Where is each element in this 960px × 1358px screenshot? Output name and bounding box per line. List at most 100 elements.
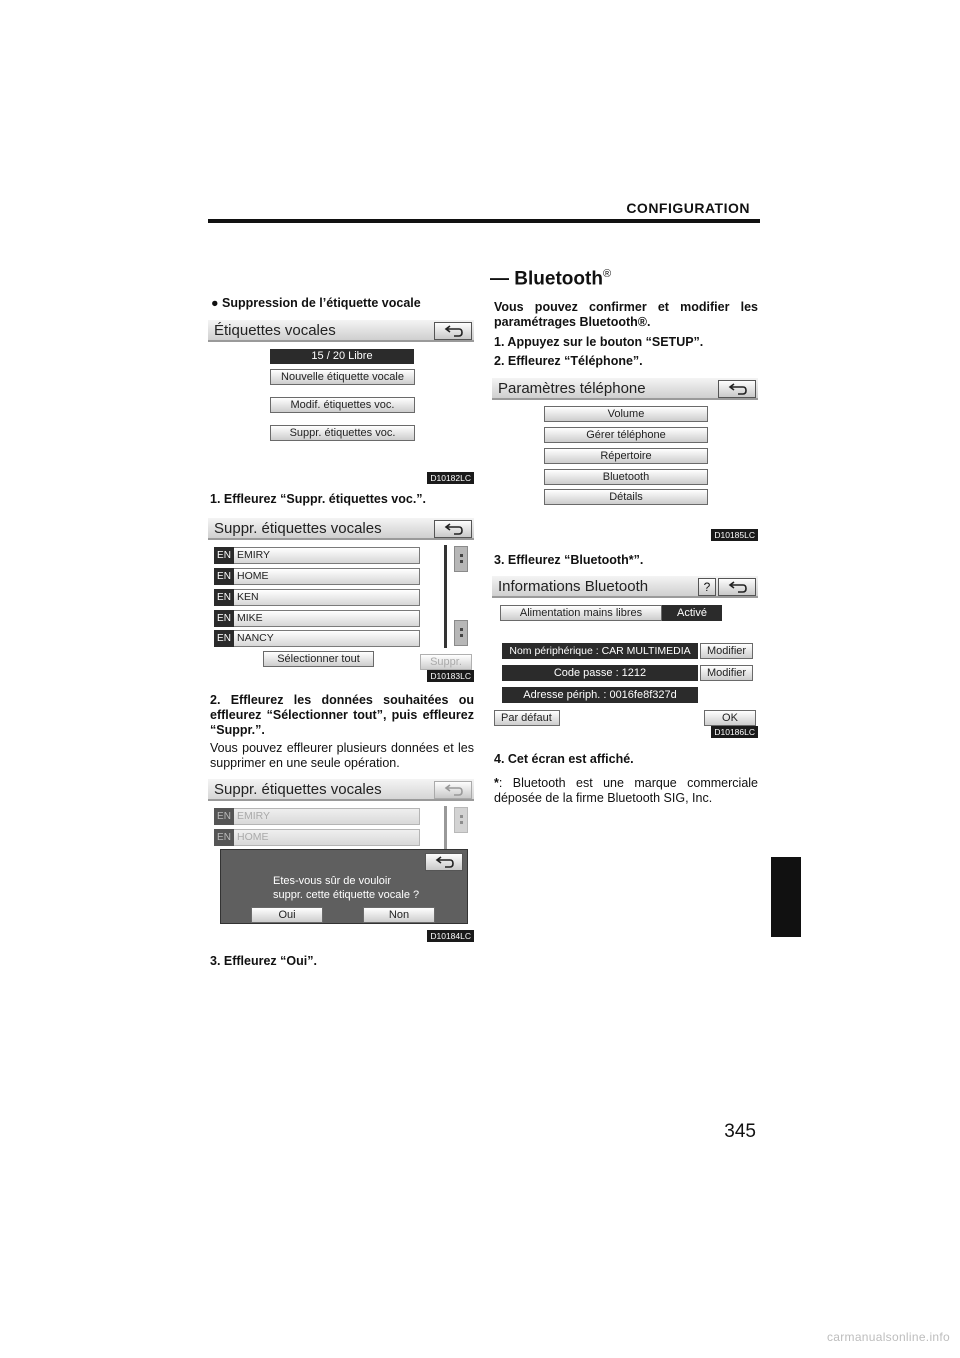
footnote: *: Bluetooth est une marque commerciale … <box>494 776 758 806</box>
scroll-down-button[interactable] <box>454 620 468 646</box>
dialog-back-button[interactable] <box>425 853 463 871</box>
language-badge: EN <box>214 610 234 627</box>
device-address-field: Adresse périph. : 0016fe8f327d <box>502 687 698 703</box>
screen-title: Informations Bluetooth <box>498 578 649 595</box>
language-badge: EN <box>214 547 234 564</box>
list-item-label: HOME <box>237 831 269 843</box>
footnote-text: : Bluetooth est une marque commerciale d… <box>494 776 758 805</box>
back-button[interactable] <box>434 520 472 538</box>
dialog-message: Etes-vous sûr de vouloir suppr. cette ét… <box>273 874 419 902</box>
list-item-label: EMIRY <box>237 810 271 822</box>
ok-button[interactable]: OK <box>704 710 756 726</box>
title-bar: Étiquettes vocales <box>208 320 474 342</box>
chapter-tab <box>771 857 801 937</box>
modify-device-name-button[interactable]: Modifier <box>700 643 753 659</box>
list-item-label: HOME <box>237 570 269 582</box>
list-item-label: KEN <box>237 591 259 603</box>
bullet-heading-text: Suppression de l’étiquette vocale <box>222 296 421 310</box>
dialog-line-1: Etes-vous sûr de vouloir <box>273 875 391 887</box>
figure-code: D10183LC <box>427 670 474 682</box>
list-item-label: MIKE <box>237 612 263 624</box>
screen-title: Paramètres téléphone <box>498 380 646 397</box>
page-number: 345 <box>724 1121 756 1142</box>
right-step-4: 4. Cet écran est affiché. <box>494 752 634 766</box>
language-badge: EN <box>214 829 234 846</box>
manage-phone-button[interactable]: Gérer téléphone <box>544 427 708 443</box>
right-step-3: 3. Effleurez “Bluetooth*”. <box>494 553 644 567</box>
modify-voice-tags-button[interactable]: Modif. étiquettes voc. <box>270 397 415 413</box>
passcode-field: Code passe : 1212 <box>502 665 698 681</box>
back-arrow-icon <box>444 784 463 796</box>
left-step-3: 3. Effleurez “Oui”. <box>210 954 317 968</box>
left-step-1: 1. Effleurez “Suppr. étiquettes voc.”. <box>210 492 427 506</box>
delete-voice-tags-button[interactable]: Suppr. étiquettes voc. <box>270 425 415 441</box>
section-title: — Bluetooth® <box>490 268 611 290</box>
handsfree-status: Activé <box>662 605 722 621</box>
header-rule <box>208 219 760 223</box>
scroll-track <box>444 806 447 851</box>
volume-button[interactable]: Volume <box>544 406 708 422</box>
screen-title: Suppr. étiquettes vocales <box>214 781 382 798</box>
confirm-dialog: Etes-vous sûr de vouloir suppr. cette ét… <box>220 849 468 924</box>
help-button[interactable]: ? <box>698 578 716 596</box>
title-bar: Suppr. étiquettes vocales <box>208 518 474 540</box>
modify-passcode-button[interactable]: Modifier <box>700 665 753 681</box>
figure-code: D10184LC <box>427 930 474 942</box>
no-button[interactable]: Non <box>363 907 435 923</box>
title-bar: Suppr. étiquettes vocales <box>208 779 474 801</box>
figure-code: D10185LC <box>711 529 758 541</box>
back-button-disabled <box>434 781 472 799</box>
language-badge: EN <box>214 808 234 825</box>
list-item-label: EMIRY <box>237 549 271 561</box>
select-all-button[interactable]: Sélectionner tout <box>263 651 374 667</box>
back-arrow-icon <box>728 383 747 395</box>
running-header: CONFIGURATION <box>626 200 750 216</box>
title-bar: Paramètres téléphone <box>492 378 758 400</box>
right-step-1: 1. Appuyez sur le bouton “SETUP”. <box>494 335 704 349</box>
delete-button[interactable]: Suppr. <box>420 654 472 670</box>
scroll-up-button[interactable] <box>454 546 468 572</box>
back-button[interactable] <box>434 322 472 340</box>
scroll-track <box>444 545 447 648</box>
screen-phone-settings: Paramètres téléphone Volume Gérer téléph… <box>492 378 758 541</box>
right-intro: Vous pouvez confirmer et modifier les pa… <box>494 300 758 329</box>
left-step-2: 2. Effleurez les données souhaitées ou e… <box>210 693 474 737</box>
footnote-star: * <box>494 776 499 790</box>
details-button[interactable]: Détails <box>544 489 708 505</box>
right-step-2: 2. Effleurez “Téléphone”. <box>494 354 643 368</box>
figure-code: D10186LC <box>711 726 758 738</box>
watermark: carmanualsonline.info <box>826 1330 950 1344</box>
back-arrow-icon <box>444 523 463 535</box>
language-badge: EN <box>214 589 234 606</box>
dialog-line-2: suppr. cette étiquette vocale ? <box>273 889 420 901</box>
back-arrow-icon <box>728 581 747 593</box>
handsfree-power-button[interactable]: Alimentation mains libres <box>500 605 662 621</box>
figure-code: D10182LC <box>427 472 474 484</box>
scroll-up-button <box>454 807 468 833</box>
section-title-text: — Bluetooth <box>490 268 603 290</box>
yes-button[interactable]: Oui <box>251 907 323 923</box>
back-button[interactable] <box>718 380 756 398</box>
screen-title: Étiquettes vocales <box>214 322 336 339</box>
free-count-bar: 15 / 20 Libre <box>270 349 414 364</box>
left-note: Vous pouvez effleurer plusieurs données … <box>210 741 474 770</box>
screen-title: Suppr. étiquettes vocales <box>214 520 382 537</box>
bullet-heading: ● Suppression de l’étiquette vocale <box>211 296 421 310</box>
screen-voice-tags: Étiquettes vocales 15 / 20 Libre Nouvell… <box>208 320 474 484</box>
device-name-field: Nom périphérique : CAR MULTIMEDIA <box>502 643 698 659</box>
new-voice-tag-button[interactable]: Nouvelle étiquette vocale <box>270 369 415 385</box>
language-badge: EN <box>214 630 234 647</box>
back-button[interactable] <box>718 578 756 596</box>
phonebook-button[interactable]: Répertoire <box>544 448 708 464</box>
registered-mark: ® <box>602 268 612 280</box>
default-button[interactable]: Par défaut <box>494 710 560 726</box>
bluetooth-button[interactable]: Bluetooth <box>544 469 708 485</box>
